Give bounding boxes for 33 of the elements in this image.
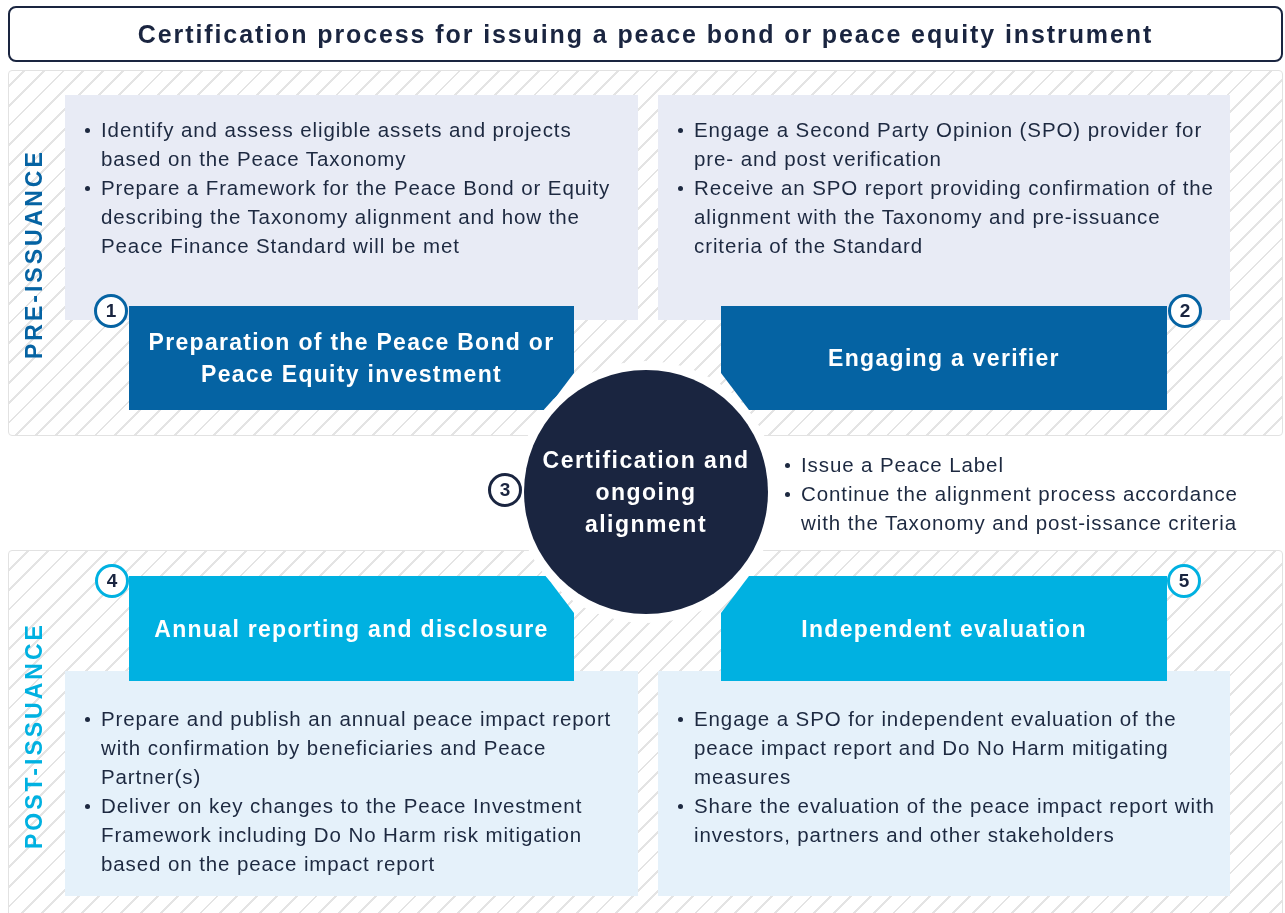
- info-panel: [658, 671, 1230, 896]
- step-box: [721, 306, 1167, 410]
- title: Certification process for issuing a peace bond or peace equity instrument: [8, 6, 1283, 62]
- hatched-band: [8, 70, 1283, 436]
- step-box: [129, 576, 574, 681]
- step-number: 2: [1168, 294, 1202, 328]
- step-title: Certification and ongoing alignment: [541, 446, 751, 539]
- bullet-text: Deliver on key changes to the Peace Investment Framework including Do No Harm risk mitigation based on the peace impact report: [101, 794, 583, 875]
- bullet-text: Prepare a Framework for the Peace Bond or Equity describing the Taxonomy alignment and how the Peace Finance Standard will be met: [101, 176, 611, 257]
- step-box: [129, 306, 574, 410]
- step-title: Preparation of the Peace Bond or Peace Equity investment: [147, 328, 556, 389]
- bullet-text: Receive an SPO report providing confirmation of the alignment with the Taxonomy and pre-issuance criteria of the Standard: [694, 176, 1214, 257]
- step-number: 3: [488, 473, 522, 507]
- info-panel: [658, 95, 1230, 320]
- bullet-text: Identify and assess eligible assets and projects based on the Peace Taxonomy: [101, 118, 572, 170]
- step-title: Independent evaluation: [800, 614, 1088, 644]
- info-panel: [65, 671, 638, 896]
- phase-label: POST-ISSUANCE: [21, 621, 48, 851]
- step-number: 4: [95, 564, 129, 598]
- bullet-text: Engage a Second Party Opinion (SPO) provider for pre- and post verification: [694, 118, 1203, 170]
- info-panel: [65, 95, 638, 320]
- step-number: 1: [94, 294, 128, 328]
- bullet-text: Issue a Peace Label: [801, 453, 1004, 476]
- bullet-text: Share the evaluation of the peace impact report with investors, partners and other stakeholders: [694, 794, 1215, 846]
- bullet-text: Prepare and publish an annual peace impact report with confirmation by beneficiaries and Peace Partner(s): [101, 707, 612, 788]
- step-box: [721, 576, 1167, 681]
- step-number: 5: [1167, 564, 1201, 598]
- bullet-text: Engage a SPO for independent evaluation of the peace impact report and Do No Harm mitigating measures: [694, 707, 1177, 788]
- step-title: Engaging a verifier: [827, 344, 1061, 373]
- hatched-band: [8, 550, 1283, 913]
- step-title: Annual reporting and disclosure: [153, 614, 550, 644]
- bullet-text: Continue the alignment process accordance with the Taxonomy and post-issance criteria: [801, 482, 1238, 534]
- phase-label: PRE-ISSUANCE: [21, 148, 48, 361]
